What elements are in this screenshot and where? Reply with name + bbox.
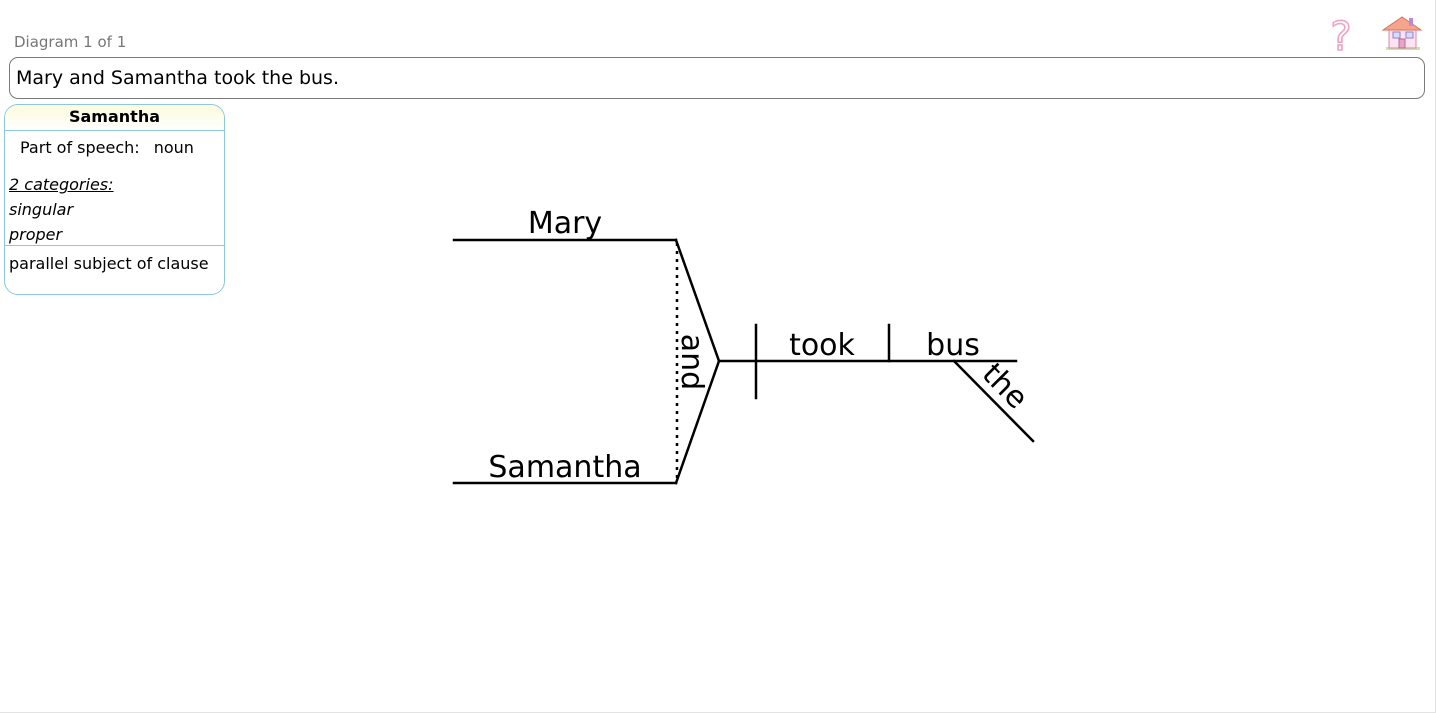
modifier-line-the[interactable] [952,359,1035,443]
category-item: singular [9,200,74,219]
part-of-speech-row: Part of speech: noun [5,131,224,164]
sentence-box: Mary and Samantha took the bus. [9,57,1425,99]
question-mark-icon[interactable]: ? [1322,14,1360,56]
word-samantha[interactable]: Samantha [488,450,641,485]
category-item: proper [9,225,63,244]
part-of-speech-label: Part of speech: [20,138,140,157]
word-took[interactable]: took [789,328,855,363]
fork-upper [674,238,721,363]
diagram-counter: Diagram 1 of 1 [14,33,127,51]
categories-header: 2 categories: [9,175,114,194]
word-bus[interactable]: bus [926,328,980,363]
word-mary[interactable]: Mary [528,206,602,241]
fork-lower [674,359,721,485]
part-of-speech-value: noun [153,138,194,157]
word-info-card: Samantha Part of speech: noun 2 categorie… [4,104,225,295]
categories-block: 2 categories: singular proper [5,164,224,246]
word-the[interactable]: the [975,357,1035,417]
grammatical-role: parallel subject of clause [9,254,209,273]
info-card-title: Samantha [5,105,224,131]
house-icon[interactable] [1380,14,1424,52]
word-and[interactable]: and [674,334,709,390]
help-glyph: ? [1330,14,1351,56]
